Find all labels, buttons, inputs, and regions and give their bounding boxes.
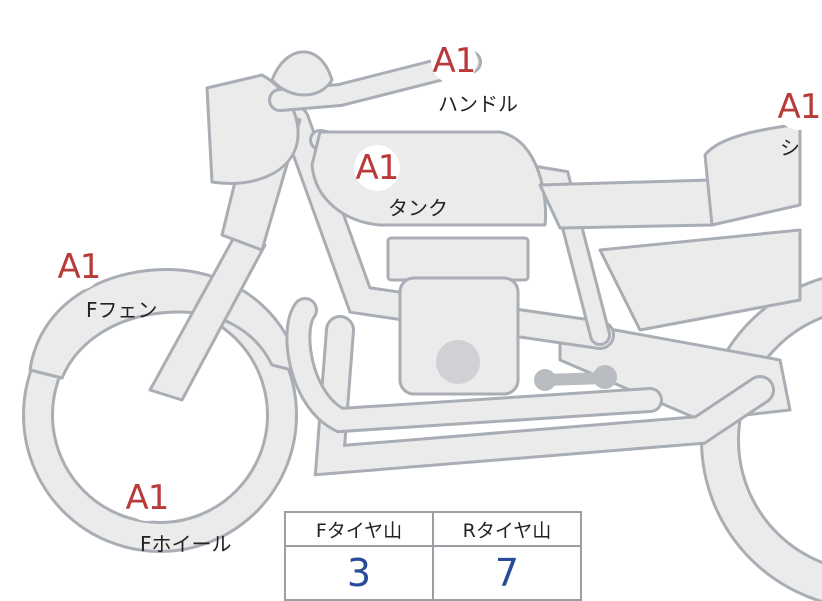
- front-fender-label: Fフェン: [86, 298, 158, 322]
- seat-part: [538, 178, 714, 230]
- engine-case: [398, 276, 520, 396]
- front-fender-grade-marker: A1: [56, 244, 102, 290]
- front-wheel-grade-marker: A1: [124, 475, 170, 521]
- front-tire-tread-value: 3: [284, 545, 434, 601]
- front-wheel-label: Fホイール: [140, 532, 232, 556]
- rear-tire-tread-header: Rタイヤ山: [432, 511, 582, 547]
- seat-grade-marker: A1: [776, 84, 822, 130]
- handle-label: ハンドル: [438, 92, 518, 116]
- seat-label: シ: [780, 136, 800, 160]
- handle-grade-marker: A1: [431, 38, 477, 84]
- tank-label: タンク: [388, 196, 448, 220]
- tank-grade-marker: A1: [354, 145, 400, 191]
- motorcycle-diagram: [22, 50, 822, 601]
- tire-tread-table: Fタイヤ山 Rタイヤ山 3 7: [284, 511, 582, 601]
- front-tire-tread-header: Fタイヤ山: [284, 511, 434, 547]
- engine-cylinder: [386, 236, 530, 282]
- engine-cover: [436, 340, 480, 384]
- rear-tire-tread-value: 7: [432, 545, 582, 601]
